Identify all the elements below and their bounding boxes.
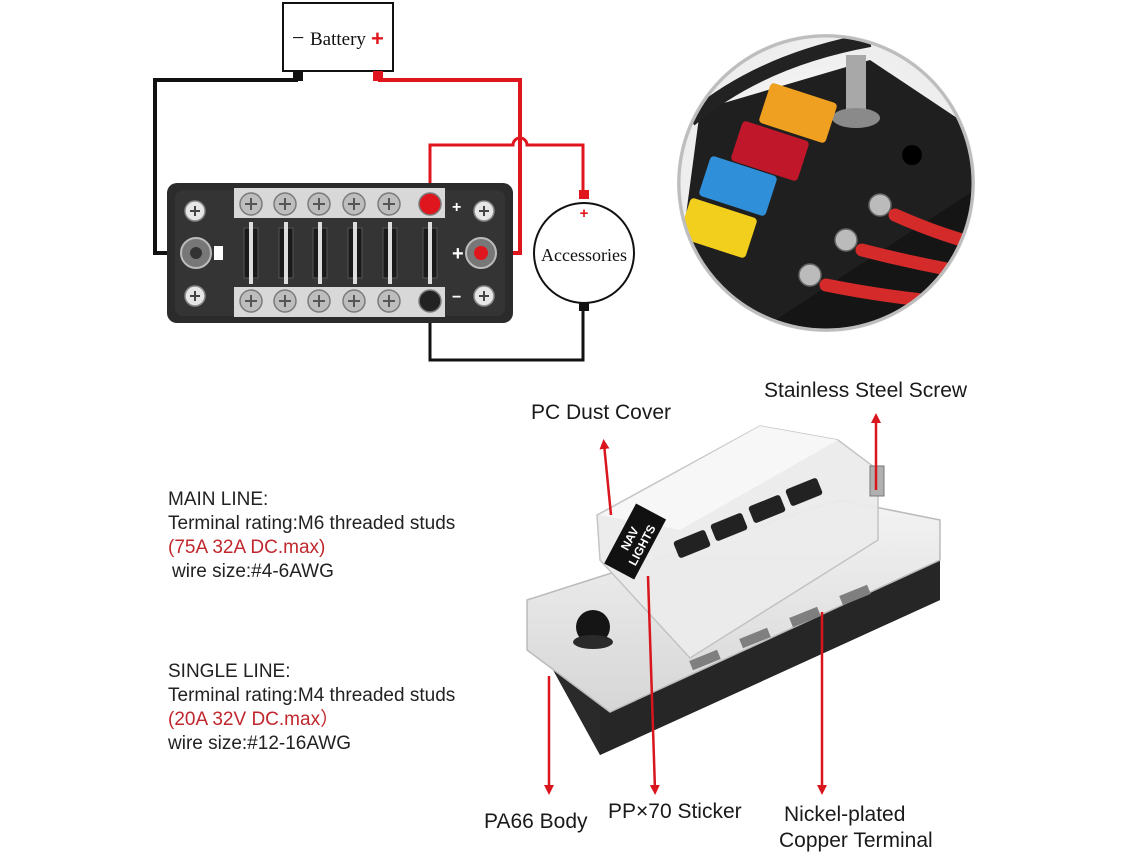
battery-box bbox=[282, 2, 394, 72]
callout-sticker: PP×70 Sticker bbox=[608, 800, 742, 823]
fuse-yellow bbox=[679, 198, 757, 258]
top-terminal-6-red bbox=[418, 192, 442, 216]
battery-positive-terminal bbox=[373, 71, 383, 81]
accessories-label: Accessories bbox=[541, 245, 627, 265]
callout-terminal-line2: Copper Terminal bbox=[779, 829, 933, 852]
bottom-terminal-6-black bbox=[418, 289, 442, 313]
callout-terminal-line1: Nickel-plated bbox=[784, 803, 906, 826]
top-terminal-row bbox=[234, 188, 445, 218]
fuse-blue bbox=[699, 156, 777, 216]
block-negative-mark bbox=[214, 246, 223, 260]
battery-label: Battery bbox=[310, 29, 366, 50]
fuse-box-product: NAV LIGHTS bbox=[526, 425, 941, 755]
main-line-heading: MAIN LINE: bbox=[168, 489, 269, 510]
callout-body: PA66 Body bbox=[484, 810, 588, 833]
accessory-negative-wire bbox=[428, 300, 585, 362]
battery-minus-sign: − bbox=[292, 25, 304, 50]
fuse-red bbox=[731, 121, 809, 181]
accessories-positive-terminal bbox=[579, 190, 589, 199]
arrow-sticker bbox=[646, 575, 660, 795]
block-plus-mark: + bbox=[452, 243, 464, 265]
single-line-current: (20A 32V DC.max） bbox=[168, 709, 340, 730]
accessories-plus-sign: + bbox=[580, 205, 589, 222]
battery-plus-sign: + bbox=[371, 26, 384, 51]
main-line-specs: MAIN LINE: Terminal rating:M6 threaded s… bbox=[168, 488, 455, 584]
top-row-plus-mark: + bbox=[452, 199, 461, 216]
accessories-negative-terminal bbox=[579, 302, 589, 311]
callout-screw: Stainless Steel Screw bbox=[764, 379, 968, 402]
main-line-rating: Terminal rating:M6 threaded studs bbox=[168, 513, 456, 534]
bottom-row-minus-mark: − bbox=[452, 289, 461, 306]
arrow-dust-cover bbox=[599, 439, 613, 516]
front-knob bbox=[576, 610, 610, 644]
fuse-amber bbox=[759, 83, 837, 143]
main-line-wire: wire size:#4-6AWG bbox=[172, 561, 334, 582]
single-line-heading: SINGLE LINE: bbox=[168, 661, 291, 682]
callout-dust-cover: PC Dust Cover bbox=[531, 401, 672, 424]
battery-negative-terminal bbox=[293, 71, 303, 81]
wiring-diagram: + + − bbox=[153, 2, 635, 362]
accessory-positive-wire bbox=[428, 136, 585, 200]
bottom-terminal-row bbox=[234, 287, 445, 317]
main-line-current: (75A 32A DC.max) bbox=[168, 537, 326, 558]
mounting-screws bbox=[184, 200, 495, 307]
callout-arrows bbox=[544, 413, 881, 795]
closeup-photo bbox=[677, 34, 975, 332]
single-line-rating: Terminal rating:M4 threaded studs bbox=[168, 685, 456, 706]
single-line-wire: wire size:#12-16AWG bbox=[168, 733, 352, 754]
single-line-specs: SINGLE LINE: Terminal rating:M4 threaded… bbox=[168, 660, 455, 756]
